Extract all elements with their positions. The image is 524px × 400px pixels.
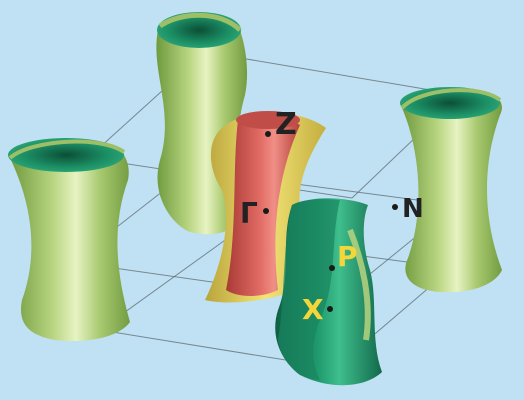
point-p-label: P bbox=[337, 240, 358, 273]
point-z-label: Z bbox=[275, 107, 297, 142]
point-z-dot bbox=[265, 131, 271, 137]
outer-sheet-left bbox=[8, 138, 130, 341]
point-x-label: X bbox=[302, 293, 324, 326]
point-x-dot bbox=[327, 306, 333, 312]
point-n-label: N bbox=[402, 194, 424, 224]
point-gamma-label: Γ bbox=[240, 197, 258, 230]
point-n-dot bbox=[392, 204, 398, 210]
point-p-dot bbox=[329, 265, 335, 271]
outer-sheet-front bbox=[275, 198, 382, 385]
point-gamma-dot bbox=[263, 208, 269, 214]
outer-sheet-right bbox=[400, 87, 502, 292]
